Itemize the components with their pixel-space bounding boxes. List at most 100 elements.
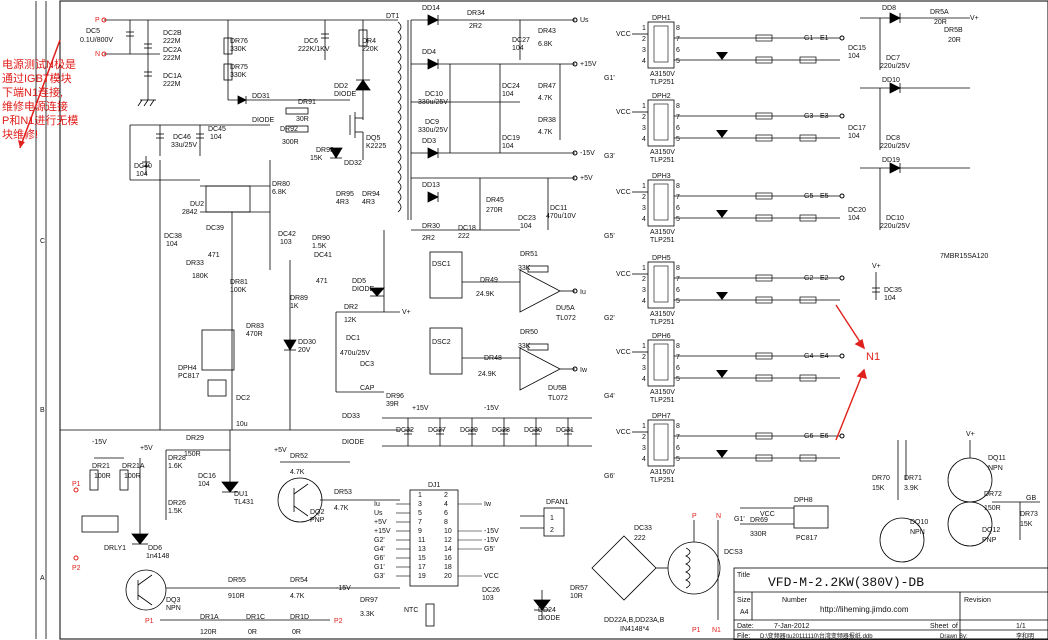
svg-text:4R3: 4R3 — [336, 199, 349, 206]
svg-text:N: N — [716, 513, 721, 520]
module-label: 7MBR15SA120 — [940, 253, 988, 260]
input-section — [104, 19, 398, 120]
dj1-net-left: +5V — [374, 519, 387, 526]
grid-ref-c: C — [40, 238, 45, 245]
dj1-pin-right: 18 — [444, 564, 452, 571]
svg-text:DC2B: DC2B — [163, 30, 182, 37]
svg-text:DR2: DR2 — [344, 304, 358, 311]
svg-text:DR43: DR43 — [538, 28, 556, 35]
svg-text:103: 103 — [482, 595, 494, 602]
net-iu: Iu — [580, 289, 586, 296]
svg-text:39R: 39R — [386, 401, 399, 408]
svg-text:104: 104 — [198, 481, 210, 488]
svg-text:10u: 10u — [236, 421, 248, 428]
dj1-pin-right: 16 — [444, 555, 452, 562]
driver-type: A3150V — [650, 149, 675, 156]
svg-text:Number: Number — [782, 597, 808, 604]
dj1-pin-left: 15 — [418, 555, 426, 562]
svg-text:2: 2 — [642, 194, 646, 201]
svg-text:330u/25V: 330u/25V — [418, 127, 448, 134]
net-vplus-mid: V+ — [402, 309, 411, 316]
svg-text:V+: V+ — [872, 263, 881, 270]
flyback-transformer — [397, 20, 412, 220]
svg-text:100R: 100R — [124, 473, 141, 480]
svg-text:DSC1: DSC1 — [432, 261, 451, 268]
svg-text:470u/25V: 470u/25V — [340, 350, 370, 357]
svg-text:Size: Size — [737, 597, 751, 604]
svg-text:0.1U/800V: 0.1U/800V — [80, 37, 113, 44]
dj1-net-left: G1' — [374, 564, 385, 571]
svg-text:100K: 100K — [230, 287, 247, 294]
svg-text:1: 1 — [642, 343, 646, 350]
svg-text:6.8K: 6.8K — [538, 41, 553, 48]
svg-text:5: 5 — [676, 376, 680, 383]
svg-text:1.6K: 1.6K — [168, 463, 183, 470]
svg-text:5: 5 — [676, 58, 680, 65]
dj1-pin-right: 6 — [444, 510, 448, 517]
svg-text:DC10: DC10 — [425, 91, 443, 98]
grid-ref-b: B — [40, 407, 45, 414]
svg-text:4: 4 — [642, 298, 646, 305]
svg-text:DU2: DU2 — [190, 201, 204, 208]
svg-text:DD2: DD2 — [334, 83, 348, 90]
svg-text:1/1: 1/1 — [1016, 623, 1026, 630]
dj1-pin-right: 8 — [444, 519, 448, 526]
svg-text:0R: 0R — [292, 629, 301, 636]
svg-text:DQ3: DQ3 — [166, 597, 181, 604]
svg-text:DC18: DC18 — [458, 225, 476, 232]
svg-text:P1: P1 — [145, 618, 154, 625]
svg-text:24.9K: 24.9K — [476, 291, 495, 298]
svg-text:3: 3 — [642, 47, 646, 54]
svg-text:270R: 270R — [486, 207, 503, 214]
svg-text:2842: 2842 — [182, 209, 198, 216]
svg-text:1: 1 — [550, 515, 554, 522]
driver-type: A3150V — [650, 469, 675, 476]
svg-text:2: 2 — [642, 354, 646, 361]
svg-text:DC11: DC11 — [550, 205, 567, 212]
dj1-pin-left: 5 — [418, 510, 422, 517]
repair-note: 电源测试N极是 通过IGBT模块 下端N1连接, 维修电源连接 P和N1进行无模… — [2, 57, 78, 141]
svg-text:DC10: DC10 — [886, 215, 904, 222]
svg-text:104: 104 — [502, 91, 514, 98]
svg-text:DD10: DD10 — [882, 77, 900, 84]
note-arrow — [19, 39, 61, 149]
dj1-net-left: Iu — [374, 501, 380, 508]
svg-text:DD4: DD4 — [422, 49, 436, 56]
svg-text:104: 104 — [848, 215, 860, 222]
svg-text:DD5: DD5 — [352, 278, 366, 285]
svg-text:DR97: DR97 — [360, 597, 378, 604]
drawing-number: http://liheming.jimdo.com — [820, 605, 909, 614]
svg-text:4.7K: 4.7K — [290, 593, 305, 600]
svg-text:4: 4 — [642, 58, 646, 65]
svg-text:6: 6 — [676, 205, 680, 212]
dj1-net-right: Iw — [484, 501, 492, 508]
svg-text:P1: P1 — [692, 627, 701, 634]
svg-text:330R: 330R — [750, 531, 767, 538]
svg-text:DC41: DC41 — [314, 252, 332, 259]
driver-vcc: VCC — [616, 271, 631, 278]
svg-text:TL072: TL072 — [556, 315, 576, 322]
svg-text:N1: N1 — [712, 627, 721, 634]
sheet-border — [59, 0, 1048, 640]
svg-text:DD13: DD13 — [422, 182, 440, 189]
svg-text:PC817: PC817 — [178, 373, 200, 380]
svg-text:DR71: DR71 — [904, 475, 922, 482]
svg-text:DR96: DR96 — [386, 393, 404, 400]
svg-text:DRLY1: DRLY1 — [104, 545, 126, 552]
svg-text:DR80: DR80 — [272, 181, 290, 188]
svg-text:104: 104 — [520, 223, 532, 230]
driver-name: DPH7 — [652, 413, 671, 420]
svg-text:DR53: DR53 — [334, 489, 352, 496]
driver-input: G3' — [604, 153, 615, 160]
svg-text:104: 104 — [502, 143, 514, 150]
svg-text:6: 6 — [676, 287, 680, 294]
svg-text:24.9K: 24.9K — [478, 371, 497, 378]
svg-text:DR55: DR55 — [228, 577, 246, 584]
svg-text:300R: 300R — [282, 139, 299, 146]
svg-text:DPH4: DPH4 — [178, 365, 197, 372]
connector-dj1 — [409, 489, 459, 627]
svg-text:100R: 100R — [94, 473, 111, 480]
driver-emitter: E5 — [820, 193, 829, 200]
